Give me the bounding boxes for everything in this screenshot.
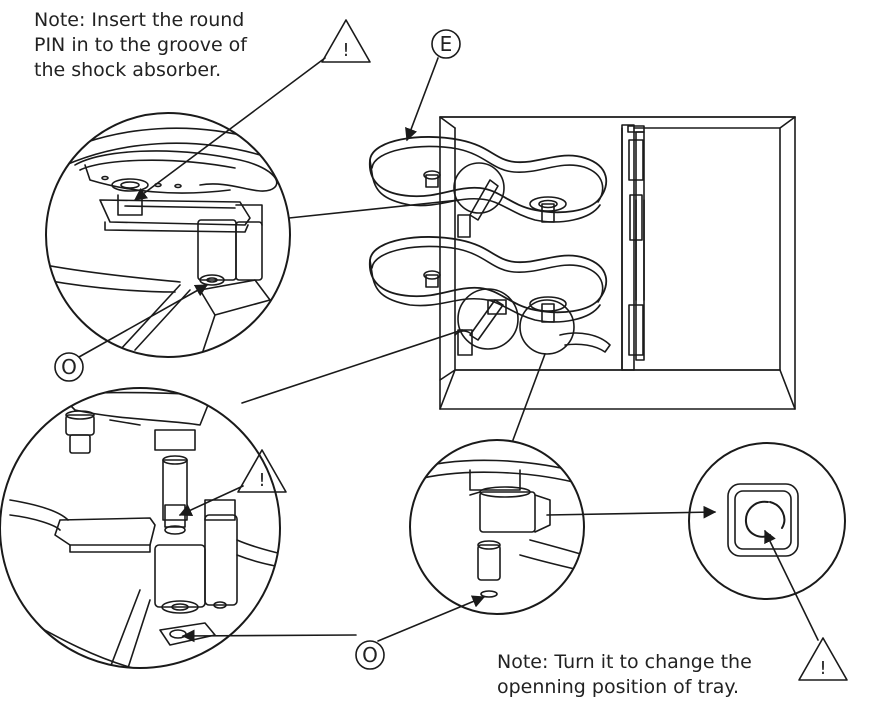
warning-mark-mid: !	[258, 470, 265, 491]
note-turn-to-change: Note: Turn it to change the openning pos…	[497, 651, 752, 698]
label-o-top-circle	[54, 352, 84, 382]
callout-circle-right	[519, 299, 575, 355]
leader-upper	[288, 199, 460, 219]
pointer-o-bottom-left	[181, 629, 357, 643]
detail-view-ring	[688, 442, 846, 600]
note-insert-pin: Note: Insert the round PIN in to the gro…	[34, 9, 247, 81]
label-o-bottom-circle	[355, 640, 385, 670]
label-o-bottom: O	[362, 643, 378, 667]
warning-mark-top: !	[342, 40, 349, 61]
arrow-to-ring	[546, 505, 717, 519]
lower-tray	[368, 236, 608, 356]
warning-triangle-top	[321, 19, 371, 63]
pointer-top-warning	[133, 57, 326, 201]
detail-view-bracket	[409, 439, 585, 615]
detail-view-shock-absorber	[0, 387, 281, 669]
warning-triangle-bottom	[798, 637, 848, 681]
detail-pin-contents	[46, 127, 290, 357]
upper-tray	[368, 136, 608, 238]
warning-mark-bottom: !	[819, 658, 826, 679]
cabinet	[439, 116, 796, 410]
pointer-o-top	[78, 284, 209, 358]
leader-mid	[241, 329, 463, 404]
pole	[627, 125, 645, 361]
label-o-top: O	[61, 355, 77, 379]
callout-circle-mid	[457, 288, 519, 350]
detail-view-pin	[45, 112, 291, 358]
leader-right	[512, 353, 546, 441]
pointer-e	[405, 57, 439, 142]
pointer-mid-warning	[178, 485, 244, 516]
pointer-bottom-warning	[764, 529, 819, 641]
detail-bracket-contents	[410, 459, 584, 598]
label-e: E	[440, 32, 453, 56]
ring-icon	[744, 500, 771, 538]
ring-plate	[727, 483, 799, 557]
label-e-circle	[431, 29, 461, 59]
callout-circle-upper	[453, 162, 505, 214]
warning-triangle-mid	[237, 449, 287, 493]
pointer-o-bottom-right	[377, 595, 486, 642]
